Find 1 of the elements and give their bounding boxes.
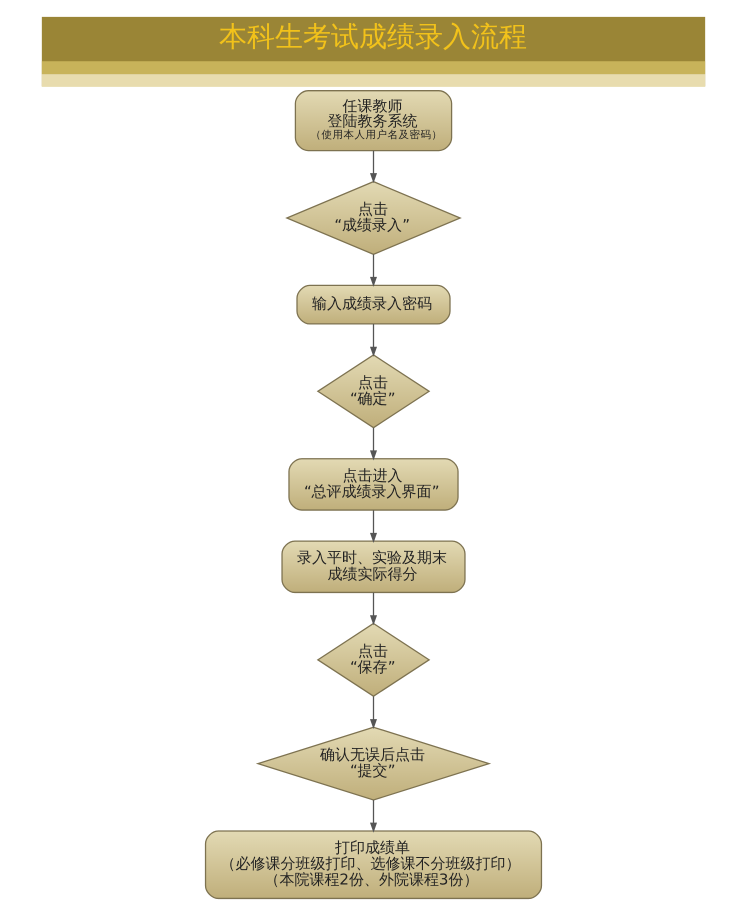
diagram-title: 本科生考试成绩录入流程 bbox=[218, 20, 527, 54]
